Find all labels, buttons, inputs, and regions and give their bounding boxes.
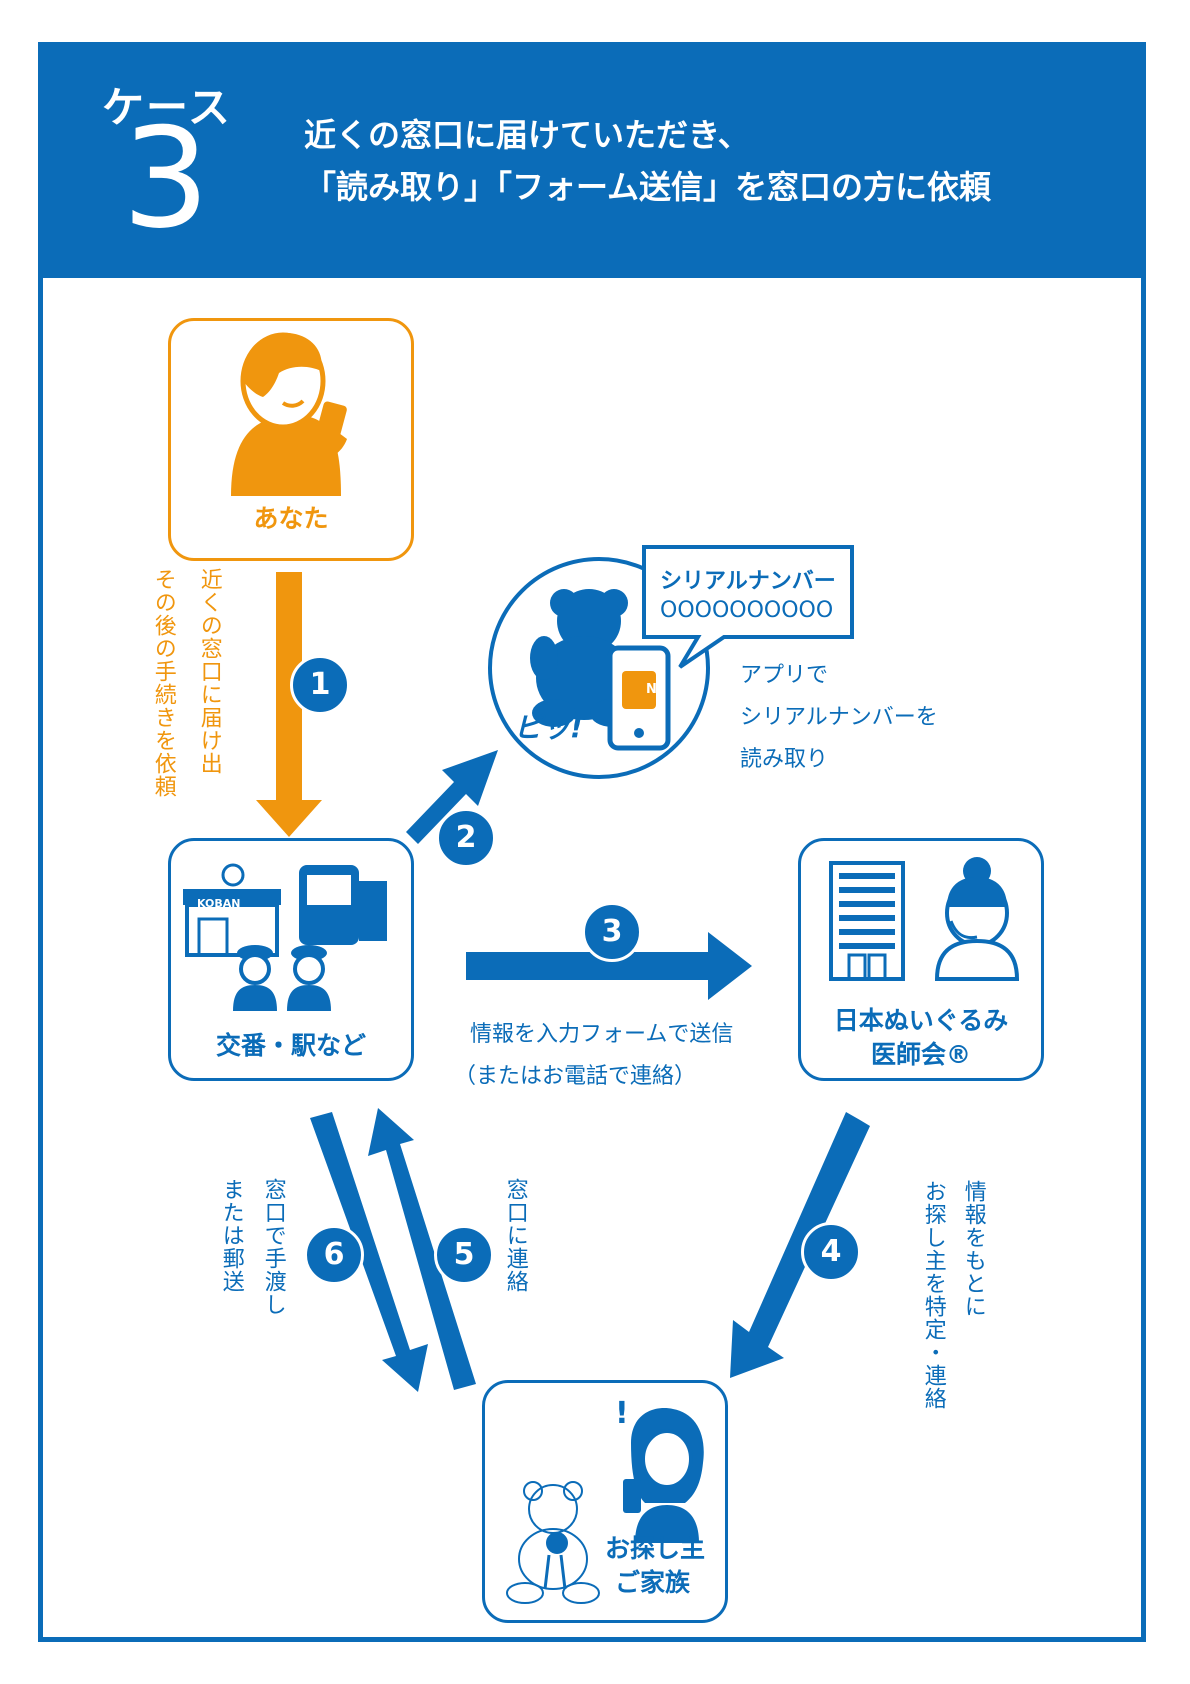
owner-family-icon: ! (506, 1396, 704, 1604)
header-line-2: 「読み取り」「フォーム送信」を窓口の方に依頼 (304, 168, 992, 206)
bubble-serial: OOOOOOOOOO (660, 598, 834, 623)
step-2-text-line1: アプリで (740, 663, 829, 688)
step-2-badge: 2 (436, 808, 496, 868)
step-1-badge: 1 (290, 655, 350, 715)
arrow-step-3 (466, 932, 752, 1000)
step-4-text-col2: お探し主を特定・連絡 (920, 1180, 946, 1410)
train-icon (299, 865, 387, 945)
step-3-text-line2: （またはお電話で連絡） (454, 1064, 697, 1089)
node-association: 日本ぬいぐるみ 医師会® (798, 838, 1044, 1081)
office-building-icon (829, 861, 905, 981)
step-2-text-line3: 読み取り (740, 747, 829, 772)
koban-sign: KOBAN (197, 897, 241, 910)
office-operator-icon (829, 857, 1020, 981)
node-owner-label-line2: ご家族 (615, 1568, 691, 1597)
step-5-text-col1: 窓口に連絡 (502, 1178, 528, 1293)
node-owner: ! お探し主 ご家族 (482, 1380, 728, 1623)
step-3-text-line1: 情報を入力フォームで送信 (470, 1022, 734, 1047)
case-label: ケース (102, 83, 232, 132)
police-officer-icon (233, 945, 331, 1011)
bubble-title: シリアルナンバー (660, 569, 836, 594)
person-with-phone-icon (231, 332, 347, 496)
step-1-text-col1: 近くの窓口に届け出 (196, 568, 222, 775)
node-association-label-line1: 日本ぬいぐるみ (833, 1006, 1009, 1035)
step-6-badge: 6 (304, 1225, 364, 1285)
police-box-icon (183, 863, 281, 957)
header-banner (38, 42, 1146, 278)
operator-headset-icon (934, 857, 1020, 981)
step-6-text-col1: 窓口で手渡し (260, 1178, 286, 1316)
node-owner-label-line1: お探し主 (605, 1534, 706, 1563)
case-number: 3 (122, 98, 210, 259)
step-3-badge: 3 (582, 902, 642, 962)
koban-station-icon (183, 863, 387, 1011)
header-line-1: 近くの窓口に届けていただき、 (304, 116, 750, 154)
arrow-step-5 (368, 1108, 476, 1390)
step-6-text-col2: または郵送 (218, 1178, 244, 1293)
nfc-icon: N (646, 682, 657, 697)
step-2-text-line2: シリアルナンバーを (740, 705, 938, 730)
arrow-step-2 (406, 750, 498, 844)
step-4-text-col1: 情報をもとに (960, 1180, 986, 1318)
step-4-badge: 4 (801, 1222, 861, 1282)
arrow-step-1 (256, 572, 322, 837)
scan-sound: ピッ! (514, 711, 583, 744)
teddy-bear-with-child-icon (506, 1481, 600, 1604)
node-koban: KOBAN 交番・駅など (168, 838, 414, 1081)
step-1-text-col2: その後の手続きを依頼 (150, 568, 176, 798)
node-koban-label: 交番・駅など (215, 1031, 366, 1060)
woman-with-phone-icon: ! (615, 1396, 704, 1543)
node-you: あなた (168, 318, 414, 561)
arrow-step-4 (730, 1112, 870, 1378)
step-5-badge: 5 (434, 1225, 494, 1285)
node-association-label-line2: 医師会® (870, 1040, 971, 1069)
node-you-label: あなた (253, 504, 329, 533)
arrow-step-6 (310, 1112, 428, 1392)
speech-bubble (642, 545, 854, 669)
svg-text:!: ! (615, 1396, 629, 1431)
smartphone-icon (607, 645, 671, 751)
